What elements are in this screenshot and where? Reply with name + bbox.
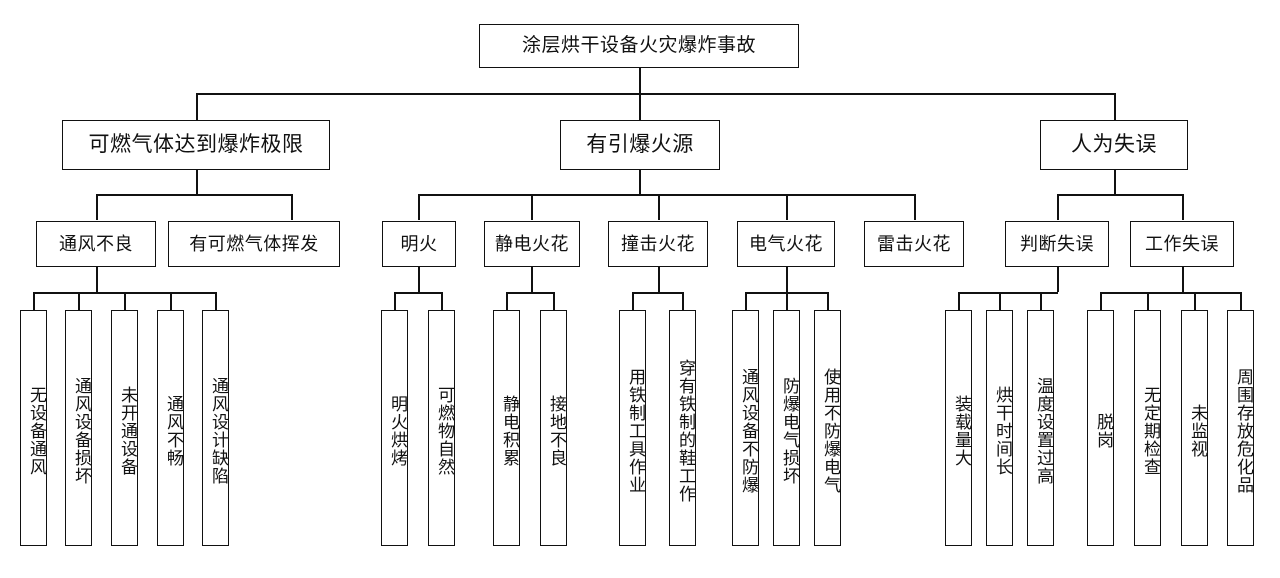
node-leaf-iron-tool-operation[interactable]: 用铁制工具作业 — [619, 310, 646, 546]
connector-groupB-drop-1 — [418, 194, 420, 220]
connector-top-stem — [639, 68, 641, 93]
connector-impact-drop-2 — [682, 292, 684, 310]
node-level3-work-error[interactable]: 工作失误 — [1130, 221, 1234, 267]
node-level2-ignition-source[interactable]: 有引爆火源 — [560, 120, 720, 170]
connector-groupC-bus — [1057, 194, 1183, 196]
node-leaf-combustible-self-ignition[interactable]: 可燃物自然 — [428, 310, 455, 546]
connector-electric-stem — [786, 267, 788, 292]
node-level3-open-flame[interactable]: 明火 — [382, 221, 456, 267]
connector-static-bus — [506, 292, 554, 294]
node-top-event[interactable]: 涂层烘干设备火灾爆炸事故 — [479, 24, 799, 68]
node-leaf-long-drying-time[interactable]: 烘干时间长 — [986, 310, 1013, 546]
node-leaf-open-flame-baking[interactable]: 明火烘烤 — [381, 310, 408, 546]
node-leaf-explosion-proof-electrical-damaged[interactable]: 防爆电气损坏 — [773, 310, 800, 546]
connector-groupB-stem — [639, 170, 641, 194]
connector-level2-drop-3 — [1114, 93, 1116, 120]
connector-electric-drop-3 — [827, 292, 829, 310]
connector-work-drop-3 — [1194, 292, 1196, 310]
connector-static-drop-2 — [553, 292, 555, 310]
node-leaf-off-duty[interactable]: 脱岗 — [1087, 310, 1114, 546]
node-level3-judgement-error[interactable]: 判断失误 — [1005, 221, 1109, 267]
node-leaf-equipment-not-turned-on[interactable]: 未开通设备 — [111, 310, 138, 546]
connector-level2-drop-1 — [196, 93, 198, 120]
node-level3-static-spark[interactable]: 静电火花 — [484, 221, 580, 267]
node-level3-electrical-spark[interactable]: 电气火花 — [737, 221, 835, 267]
node-level3-impact-spark[interactable]: 撞击火花 — [608, 221, 708, 267]
connector-groupA-bus — [96, 194, 292, 196]
connector-groupB-drop-4 — [786, 194, 788, 220]
connector-groupA-drop-2 — [291, 194, 293, 220]
node-leaf-ventilation-equipment-not-explosion-proof[interactable]: 通风设备不防爆 — [732, 310, 759, 546]
connector-impact-stem — [658, 267, 660, 292]
node-leaf-temperature-set-too-high[interactable]: 温度设置过高 — [1027, 310, 1054, 546]
connector-groupB-drop-2 — [531, 194, 533, 220]
connector-work-drop-1 — [1100, 292, 1102, 310]
connector-work-drop-4 — [1240, 292, 1242, 310]
connector-static-drop-1 — [506, 292, 508, 310]
node-leaf-no-ventilation-equipment[interactable]: 无设备通风 — [20, 310, 47, 546]
connector-judgement-drop-3 — [1040, 292, 1042, 310]
connector-electric-drop-1 — [745, 292, 747, 310]
connector-groupC-drop-2 — [1182, 194, 1184, 220]
node-level3-poor-ventilation[interactable]: 通风不良 — [36, 221, 156, 267]
node-leaf-using-non-explosion-proof-electrical[interactable]: 使用不防爆电气 — [814, 310, 841, 546]
connector-openflame-bus — [394, 292, 442, 294]
node-leaf-ventilation-design-defect[interactable]: 通风设计缺陷 — [202, 310, 229, 546]
connector-ventilation-stem — [96, 267, 98, 292]
node-level2-flammable-gas-limit[interactable]: 可燃气体达到爆炸极限 — [62, 120, 330, 170]
connector-ventilation-drop-3 — [124, 292, 126, 310]
node-level3-flammable-gas-evaporation[interactable]: 有可燃气体挥发 — [168, 221, 340, 267]
node-leaf-large-load[interactable]: 装载量大 — [945, 310, 972, 546]
connector-judgement-drop-1 — [958, 292, 960, 310]
connector-groupB-drop-5 — [914, 194, 916, 220]
node-level3-lightning-spark[interactable]: 雷击火花 — [864, 221, 964, 267]
node-leaf-ventilation-equipment-damaged[interactable]: 通风设备损坏 — [65, 310, 92, 546]
connector-ventilation-drop-2 — [78, 292, 80, 310]
connector-static-stem — [531, 267, 533, 292]
connector-openflame-stem — [418, 267, 420, 292]
connector-groupB-drop-3 — [658, 194, 660, 220]
connector-groupB-bus — [418, 194, 915, 196]
node-leaf-poor-grounding[interactable]: 接地不良 — [540, 310, 567, 546]
node-leaf-wearing-iron-shoes[interactable]: 穿有铁制的鞋工作 — [669, 310, 696, 546]
connector-ventilation-drop-1 — [33, 292, 35, 310]
node-leaf-ventilation-blocked[interactable]: 通风不畅 — [157, 310, 184, 546]
connector-judgement-drop-2 — [999, 292, 1001, 310]
node-leaf-no-regular-inspection[interactable]: 无定期检查 — [1134, 310, 1161, 546]
node-leaf-no-monitoring[interactable]: 未监视 — [1181, 310, 1208, 546]
connector-openflame-drop-1 — [394, 292, 396, 310]
connector-work-stem — [1182, 267, 1184, 292]
connector-ventilation-drop-5 — [215, 292, 217, 310]
connector-impact-drop-1 — [632, 292, 634, 310]
connector-level2-drop-2 — [639, 93, 641, 120]
connector-judgement-bus-right — [1040, 292, 1058, 294]
connector-level2-bus — [196, 93, 1115, 95]
connector-judgement-stem — [1057, 267, 1059, 292]
connector-ventilation-drop-4 — [170, 292, 172, 310]
node-leaf-static-accumulation[interactable]: 静电积累 — [493, 310, 520, 546]
connector-groupC-stem — [1114, 170, 1116, 194]
connector-openflame-drop-2 — [441, 292, 443, 310]
node-leaf-hazardous-chemicals-stored-nearby[interactable]: 周围存放危化品 — [1227, 310, 1254, 546]
connector-groupC-drop-1 — [1057, 194, 1059, 220]
connector-work-drop-2 — [1147, 292, 1149, 310]
node-level2-human-error[interactable]: 人为失误 — [1040, 120, 1188, 170]
connector-impact-bus — [632, 292, 683, 294]
connector-work-bus — [1100, 292, 1240, 294]
connector-groupA-drop-1 — [96, 194, 98, 220]
connector-groupA-stem — [196, 170, 198, 194]
connector-electric-drop-2 — [786, 292, 788, 310]
